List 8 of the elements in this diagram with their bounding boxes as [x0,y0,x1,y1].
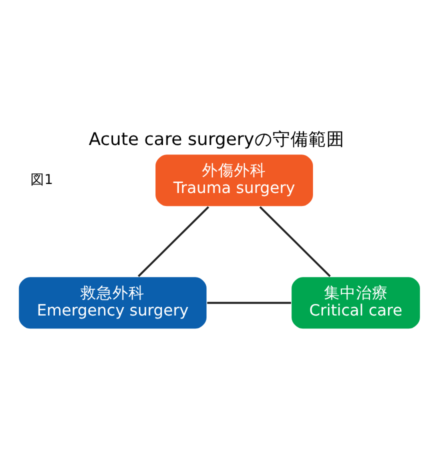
diagram-title: Acute care surgeryの守備範囲 [88,129,344,150]
connector [138,206,210,277]
label: 図1 [30,171,54,188]
node-box: 外傷外科 Trauma surgery [154,153,314,207]
connector [259,206,331,277]
connector [207,301,292,304]
node-box: 集中治療 Critical care [290,276,421,330]
node-box: 救急外科 Emergency surgery [18,276,208,330]
